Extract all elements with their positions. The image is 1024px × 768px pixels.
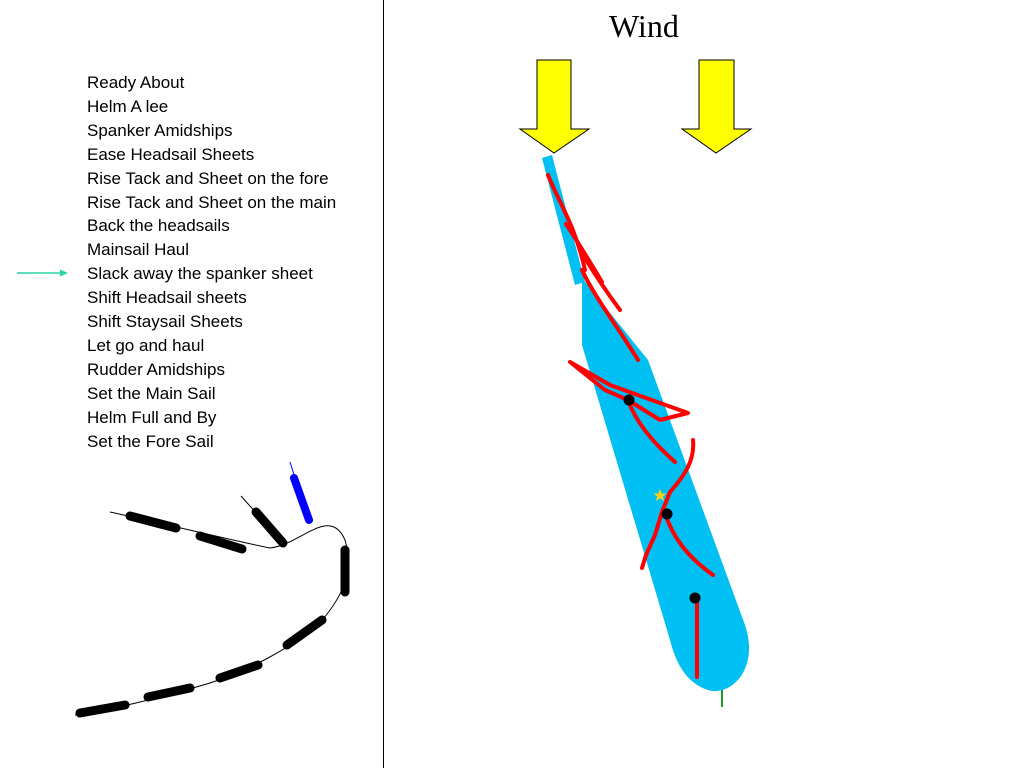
command-item: Shift Staysail Sheets [87, 312, 243, 332]
command-item: Ready About [87, 73, 185, 92]
wind-arrow-icon [680, 59, 753, 154]
wind-label: Wind [609, 8, 679, 44]
command-item: Let go and haul [87, 335, 205, 355]
wind-arrow-icon [518, 59, 591, 154]
command-item: Helm Full and By [87, 407, 217, 427]
ship-track [74, 461, 350, 718]
command-item: Shift Headsail sheets [87, 288, 247, 308]
command-item: Rise Tack and Sheet on the main [87, 192, 337, 212]
sails [546, 173, 715, 679]
mast [661, 508, 673, 520]
ship-hull [582, 278, 750, 692]
command-item: Rudder Amidships [87, 359, 225, 379]
command-item: Set the Fore Sail [87, 431, 214, 451]
command-item: Set the Main Sail [87, 383, 216, 403]
command-item: Spanker Amidships [87, 120, 233, 140]
command-list: Ready About Helm A lee Spanker Amidships… [87, 71, 336, 454]
command-item: Ease Headsail Sheets [87, 144, 255, 164]
command-item-current: Slack away the spanker sheet [87, 264, 313, 284]
command-item: Helm A lee [87, 96, 169, 116]
command-item: Rise Tack and Sheet on the fore [87, 168, 329, 188]
mast [623, 394, 635, 406]
panel-divider [383, 0, 384, 768]
command-item: Mainsail Haul [87, 240, 190, 260]
current-step-arrow [17, 269, 68, 277]
command-item: Back the headsails [87, 216, 230, 236]
mast [689, 592, 701, 604]
star-icon [653, 489, 667, 501]
